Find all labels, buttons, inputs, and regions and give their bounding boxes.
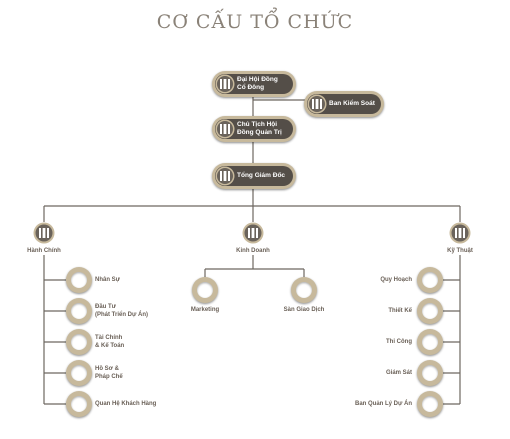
unit-ring[interactable] (192, 277, 218, 303)
unit-label: Marketing (190, 307, 220, 313)
unit-label: Nhân Sự (95, 277, 121, 283)
unit-ring[interactable] (291, 277, 317, 303)
unit-ring[interactable] (66, 298, 92, 324)
unit-label: Thi Công (386, 339, 412, 345)
building-icon (215, 166, 235, 186)
node-ceo[interactable]: Tổng Giám Đốc (212, 163, 296, 189)
node-supervisory[interactable]: Ban Kiểm Soát (304, 91, 384, 117)
unit-ring[interactable] (417, 329, 443, 355)
unit-label: Giám Sát (385, 370, 412, 376)
unit-ring[interactable] (417, 267, 443, 293)
building-icon (307, 94, 327, 114)
unit-ring[interactable] (417, 391, 443, 417)
unit-ring[interactable] (417, 360, 443, 386)
unit-label: Ban Quản Lý Dự Án (354, 401, 412, 407)
division-admin-icon[interactable] (33, 222, 55, 244)
unit-ring[interactable] (66, 267, 92, 293)
unit-ring[interactable] (66, 329, 92, 355)
node-chairman[interactable]: Chủ Tịch Hội Đồng Quản Trị (212, 116, 296, 142)
unit-ring[interactable] (417, 298, 443, 324)
division-business-label: Kinh Doanh (236, 248, 270, 254)
page-title: CƠ CẤU TỔ CHỨC (156, 11, 354, 33)
node-label: Ban Kiểm Soát (329, 100, 375, 107)
node-label: Tổng Giám Đốc (237, 172, 286, 179)
unit-label: Tài Chính & Kế Toán (95, 335, 125, 349)
node-label: Đại Hội Đồng Cổ Đông (237, 76, 278, 91)
unit-label: Quy Hoạch (380, 277, 412, 283)
unit-label: Thiết Kế (388, 308, 412, 314)
unit-label: Đầu Tư (Phát Triển Dự Án) (95, 304, 149, 318)
node-shareholders[interactable]: Đại Hội Đồng Cổ Đông (212, 71, 296, 97)
division-business-icon[interactable] (242, 222, 264, 244)
building-icon (215, 119, 235, 139)
unit-ring[interactable] (66, 391, 92, 417)
unit-ring[interactable] (66, 360, 92, 386)
division-admin-label: Hành Chính (27, 248, 61, 254)
unit-label: Quan Hệ Khách Hàng (95, 401, 157, 407)
building-icon (215, 74, 235, 94)
division-technical-label: Kỹ Thuật (447, 248, 473, 254)
node-label: Chủ Tịch Hội Đồng Quản Trị (237, 121, 282, 136)
division-technical-icon[interactable] (449, 222, 471, 244)
unit-label: Sàn Giao Dịch (283, 307, 325, 313)
unit-label: Hồ Sơ & Pháp Chế (95, 366, 123, 380)
